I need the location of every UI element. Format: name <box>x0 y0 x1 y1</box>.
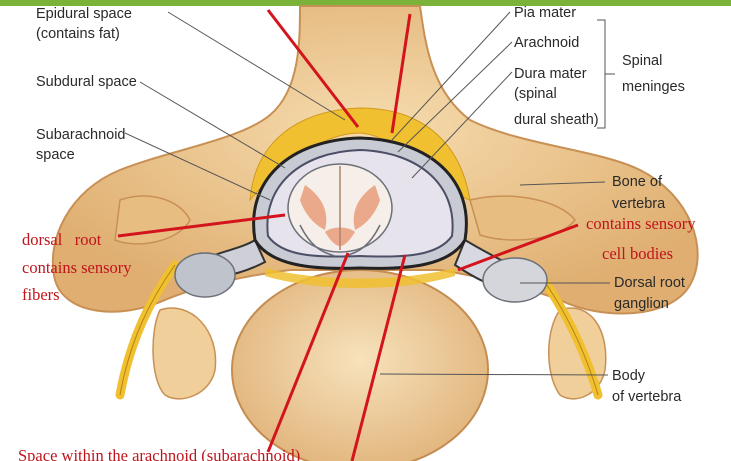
label-body-1: Body <box>612 368 646 384</box>
label-meninges-2: meninges <box>622 79 685 95</box>
label-epidural-1: Epidural space <box>36 6 132 22</box>
label-drg-1: Dorsal root <box>614 275 685 291</box>
annotation-cell-2: cell bodies <box>602 244 673 263</box>
annotation-cell-1: contains sensory <box>586 214 696 233</box>
label-arachnoid: Arachnoid <box>514 35 579 51</box>
label-bone-2: vertebra <box>612 196 666 212</box>
label-bone-1: Bone of <box>612 174 663 190</box>
label-dura-2: (spinal <box>514 86 557 102</box>
annotation-dorsal-3: fibers <box>22 285 60 304</box>
label-subdural: Subdural space <box>36 74 137 90</box>
label-subarachnoid-1: Subarachnoid <box>36 127 126 143</box>
label-body-2: of vertebra <box>612 389 682 405</box>
label-dura-1: Dura mater <box>514 66 587 82</box>
label-subarachnoid-2: space <box>36 147 75 163</box>
label-meninges-1: Spinal <box>622 53 662 69</box>
label-dura-3: dural sheath) <box>514 112 599 128</box>
label-pia: Pia mater <box>514 5 576 21</box>
label-drg-2: ganglion <box>614 296 669 312</box>
annotation-dorsal-1: dorsal root <box>22 230 102 249</box>
annotation-bottom: Space within the arachnoid (subarachnoid… <box>18 446 300 461</box>
annotation-dorsal-2: contains sensory <box>22 258 132 277</box>
label-epidural-2: (contains fat) <box>36 26 120 42</box>
